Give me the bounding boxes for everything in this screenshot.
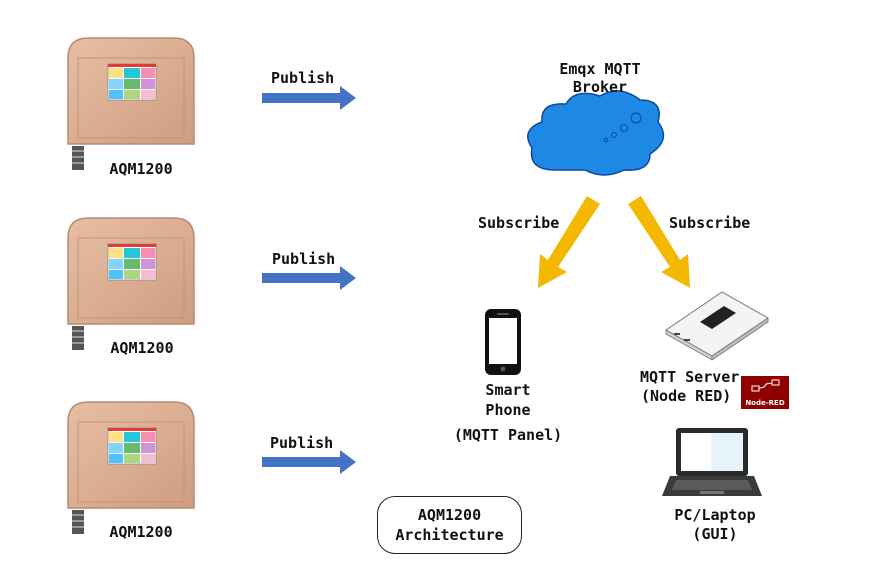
- laptop-label-line1: PC/Laptop: [674, 506, 756, 524]
- device-label-1: AQM1200: [109, 160, 173, 178]
- phone-label-line2: Phone: [485, 401, 531, 419]
- server-label-line2: (Node RED): [641, 387, 732, 405]
- subscribe-label-server: Subscribe: [669, 214, 751, 232]
- architecture-caption-box: AQM1200 Architecture: [377, 496, 522, 554]
- aqm1200-device-1: [67, 37, 195, 171]
- publish-arrow-3: [262, 450, 356, 474]
- device-label-2: AQM1200: [110, 339, 174, 357]
- broker-label-line2: Broker: [572, 78, 628, 96]
- subscribe-label-phone: Subscribe: [478, 214, 560, 232]
- server-label-line1: MQTT Server: [640, 368, 740, 386]
- publish-arrow-1: [262, 86, 356, 110]
- phone-label-line3: (MQTT Panel): [453, 426, 563, 444]
- aqm1200-device-2: [67, 217, 195, 351]
- subscribe-arrow-phone: [538, 196, 600, 288]
- publish-label-1: Publish: [271, 69, 335, 87]
- publish-label-3: Publish: [270, 434, 334, 452]
- laptop-label-line2: (GUI): [692, 525, 738, 543]
- phone-label-line1: Smart: [485, 381, 531, 399]
- caption-line1: AQM1200: [417, 506, 482, 524]
- node-red-badge-label: Node-RED: [745, 399, 785, 407]
- server-icon: [665, 291, 769, 361]
- aqm1200-device-3: [67, 401, 195, 535]
- laptop-icon: [662, 428, 762, 496]
- smartphone-icon: [485, 309, 521, 375]
- publish-arrow-2: [262, 266, 356, 290]
- broker-label-line1: Emqx MQTT: [559, 60, 641, 78]
- caption-line2: Architecture: [395, 526, 504, 544]
- subscribe-arrow-server: [628, 196, 690, 288]
- node-red-logo-icon: [741, 376, 789, 409]
- publish-label-2: Publish: [272, 250, 336, 268]
- device-label-3: AQM1200: [109, 523, 173, 541]
- cloud-icon: [527, 90, 665, 176]
